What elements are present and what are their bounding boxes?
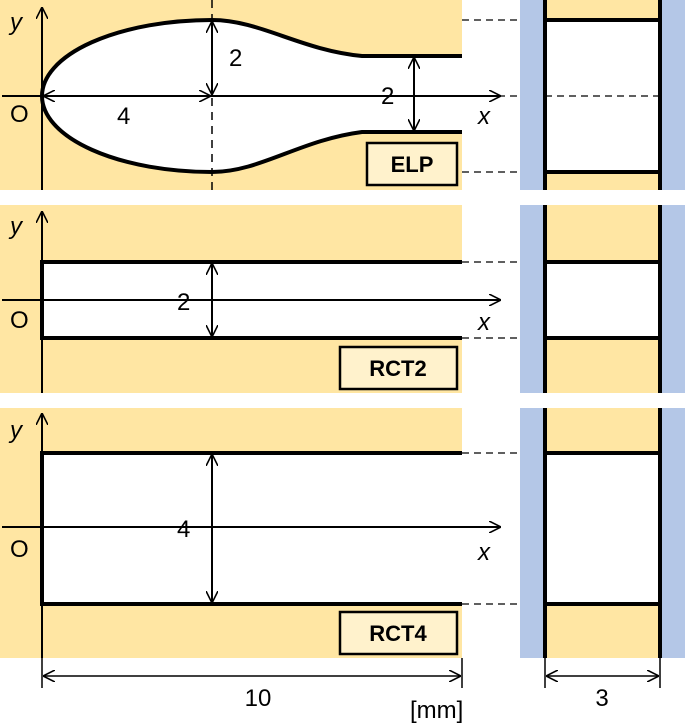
unit-label: [mm] (410, 697, 463, 724)
rct4-tag: RCT4 (369, 621, 427, 646)
rct2-side-view (520, 205, 685, 393)
rct2-side-channel (545, 262, 660, 338)
elp-x-label: x (477, 103, 491, 130)
rct4-y-label: y (8, 417, 24, 444)
elp-tag: ELP (391, 152, 434, 177)
rct4-tag-box (338, 610, 459, 656)
bottom-dimensions: 10 [mm] 3 (41, 658, 661, 724)
rct2-tag-box (338, 345, 459, 391)
rct4-x-label: x (477, 539, 491, 566)
rct4-panel: y O x 4 RCT4 (0, 408, 545, 658)
elp-outlet-label: 2 (381, 83, 394, 110)
rct2-y-label: y (8, 213, 24, 240)
length-dimension-label: 10 (245, 685, 272, 712)
rct4-height-label: 4 (177, 516, 190, 543)
elp-length-label: 4 (117, 103, 130, 130)
rct2-x-label: x (477, 309, 491, 336)
rct4-channel (42, 453, 462, 604)
rct2-origin-label: O (10, 307, 29, 334)
rct2-height-label: 2 (177, 289, 190, 316)
elp-side-channel (545, 20, 660, 172)
elp-panel: y O x 2 4 2 ELP (0, 0, 545, 190)
rct2-tag: RCT2 (369, 356, 426, 381)
rct4-origin-label: O (10, 536, 29, 563)
rct2-panel: y O x 2 RCT2 (0, 205, 545, 393)
elp-y-label: y (8, 9, 24, 36)
elp-origin-label: O (10, 101, 29, 128)
rct4-side-channel (545, 453, 660, 604)
rct4-side-view (520, 408, 685, 658)
elp-half-width-label: 2 (229, 45, 242, 72)
elp-side-view (520, 0, 685, 190)
depth-dimension-label: 3 (595, 685, 608, 712)
elp-tag-box (365, 141, 459, 187)
